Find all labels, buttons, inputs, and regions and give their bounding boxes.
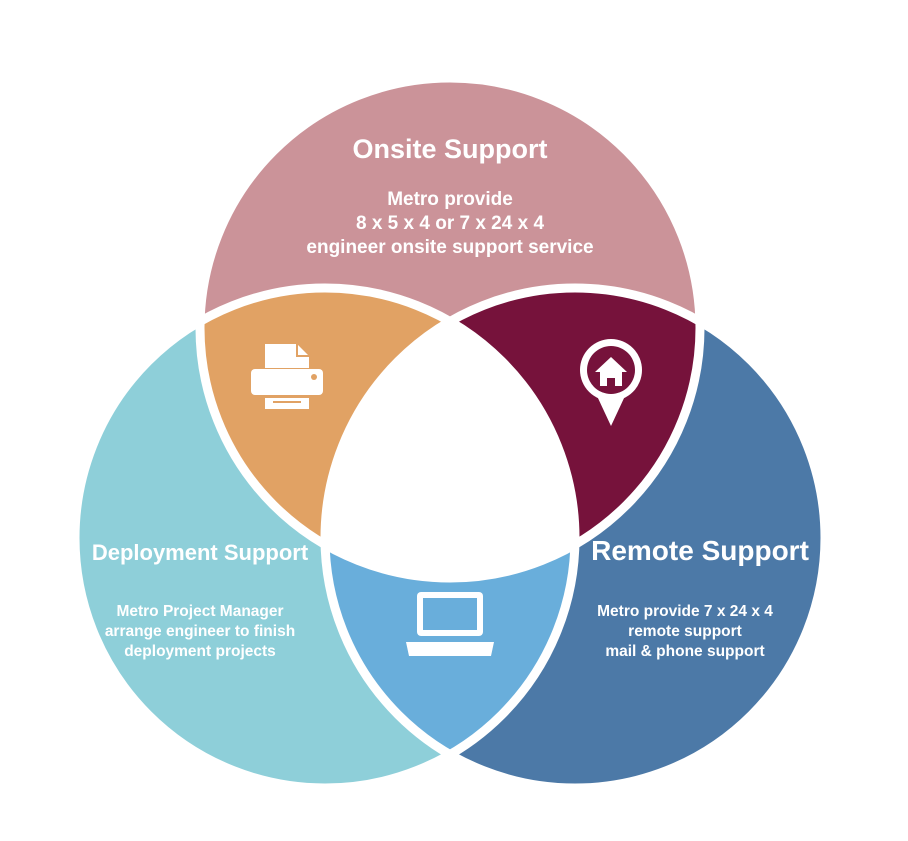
remote-line-2: remote support xyxy=(628,623,742,640)
printer-icon xyxy=(251,344,323,409)
deployment-title: Deployment Support xyxy=(91,540,309,565)
region-dividers xyxy=(70,73,830,793)
remote-line-3: mail & phone support xyxy=(605,643,765,660)
onsite-line-1: Metro provide xyxy=(387,189,513,210)
onsite-description: Metro provide 8 x 5 x 4 or 7 x 24 x 4 en… xyxy=(260,188,640,260)
remote-description: Metro provide 7 x 24 x 4 remote support … xyxy=(575,602,795,662)
deployment-line-3: deployment projects xyxy=(124,643,276,660)
center-region xyxy=(325,288,575,578)
deployment-description: Metro Project Manager arrange engineer t… xyxy=(90,602,310,662)
deployment-line-2: arrange engineer to finish xyxy=(104,623,296,640)
remote-title: Remote Support xyxy=(591,535,809,566)
remote-line-1: Metro provide 7 x 24 x 4 xyxy=(597,603,773,620)
home-location-pin-icon xyxy=(580,339,642,426)
onsite-line-2: 8 x 5 x 4 or 7 x 24 x 4 xyxy=(355,213,545,234)
laptop-icon xyxy=(406,592,494,656)
deployment-line-1: Metro Project Manager xyxy=(116,603,284,620)
onsite-title: Onsite Support xyxy=(352,134,548,164)
onsite-line-3: engineer onsite support service xyxy=(306,237,594,258)
